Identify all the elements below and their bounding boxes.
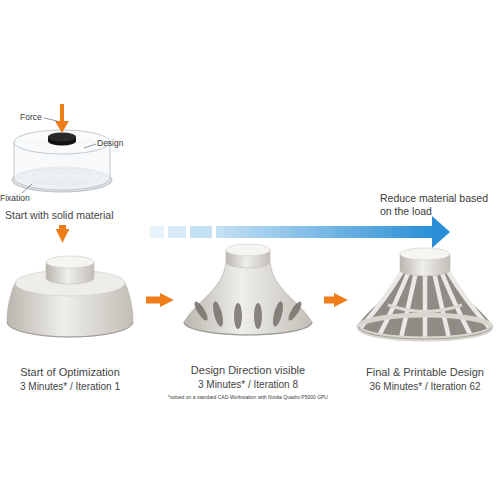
material-slot [211, 300, 225, 327]
stage-title: Start of Optimization [0, 365, 140, 380]
material-slot [192, 300, 210, 322]
optimization-stage: Final & Printable Design36 Minutes* / It… [352, 245, 498, 393]
final-part [358, 248, 492, 339]
material-slot [286, 300, 304, 322]
arrow-dash [150, 226, 164, 238]
progress-arrow [150, 216, 450, 248]
part-boss-top [226, 244, 270, 256]
material-slot [271, 300, 285, 327]
stage-timing: 3 Minutes* / Iteration 1 [0, 380, 140, 394]
force-arrow-head [55, 121, 69, 133]
stage-caption: Start of Optimization3 Minutes* / Iterat… [0, 365, 140, 393]
leader-line [22, 184, 32, 193]
force-arrow [60, 104, 64, 123]
leader-line [44, 118, 57, 121]
design-volume-top [14, 130, 110, 154]
flow-arrow [59, 225, 66, 233]
arrow-head [432, 216, 450, 248]
process-note: Reduce material based on the load [380, 192, 495, 218]
optimization-stage: Start of Optimization3 Minutes* / Iterat… [0, 245, 140, 393]
optimization-stage: Design Direction visible3 Minutes* / Ite… [178, 235, 318, 391]
callout-label: Force [20, 112, 60, 123]
load-disk-top [48, 133, 76, 142]
callout-label: Fixation [0, 193, 45, 204]
part-rim [184, 322, 312, 335]
stage-timing: 3 Minutes* / Iteration 8 [178, 378, 318, 392]
leader-line [84, 144, 96, 148]
base-ring [359, 315, 491, 339]
material-slot [234, 303, 242, 329]
intermediate-part [184, 244, 312, 335]
setup-illustration [12, 104, 112, 193]
stage-timing: 36 Minutes* / Iteration 62 [352, 380, 498, 394]
material-slot [254, 303, 262, 329]
callout-label: Design [97, 138, 142, 149]
setup-stage: Start with solid material [5, 105, 120, 222]
part-boss-top [46, 256, 94, 268]
stage-title: Final & Printable Design [352, 365, 498, 380]
stage-caption: Final & Printable Design36 Minutes* / It… [352, 365, 498, 393]
stage-caption: Start with solid material [5, 208, 120, 222]
arrow-dash [190, 226, 212, 238]
stage-title: Design Direction visible [178, 363, 318, 378]
part-rim [7, 322, 133, 337]
flow-arrow [146, 297, 164, 304]
lattice-strut [423, 272, 428, 339]
arrow-dash [168, 226, 186, 238]
arrow-bar [216, 226, 433, 238]
stage-caption: Design Direction visible3 Minutes* / Ite… [178, 363, 318, 391]
footnote: *solved on a standard CAD-Workstation wi… [150, 394, 346, 400]
part-body [184, 262, 312, 335]
part-rim [359, 327, 491, 339]
flow-arrow [324, 297, 338, 304]
lattice-brace [388, 305, 462, 312]
stage-title: Start with solid material [5, 208, 120, 222]
part-boss-top [400, 248, 450, 260]
solid-part [7, 256, 133, 337]
lattice-strut [401, 272, 416, 338]
